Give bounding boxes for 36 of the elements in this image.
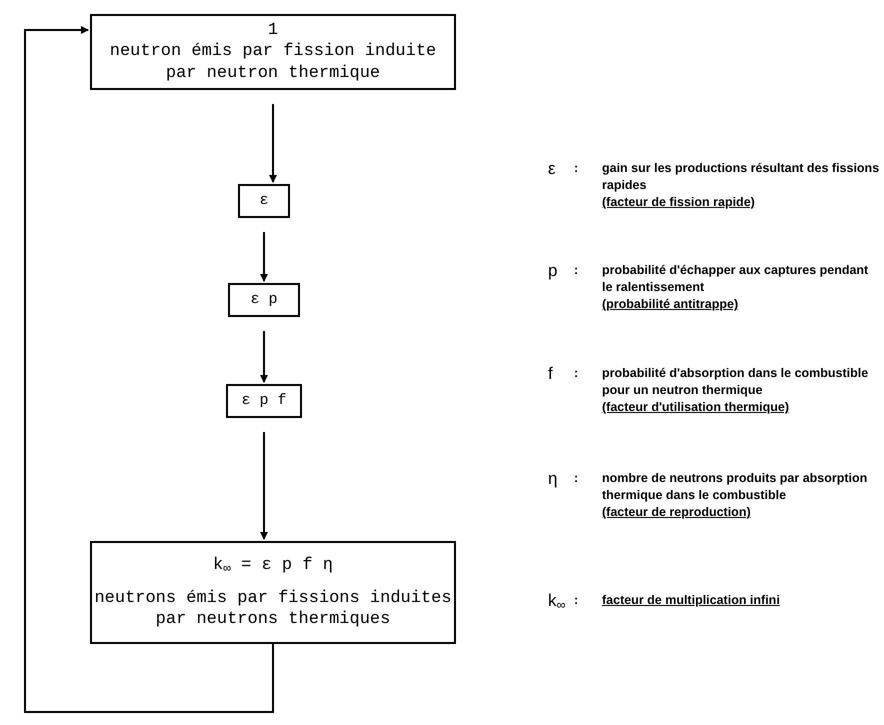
definition-text: probabilité d'échapper aux captures pendant le ralentissement xyxy=(602,262,870,296)
box-text: neutron émis par fission induite par neutron thermique xyxy=(108,41,438,84)
definition-text: facteur de multiplication infini xyxy=(602,592,781,609)
box-text: k$_{∞}$ = ε p f η xyxy=(213,554,333,576)
definition-text: gain sur les productions résultant des fissions rapides xyxy=(602,160,880,194)
definition-text: (facteur de reproduction) xyxy=(602,504,752,521)
colon-label: : xyxy=(574,592,580,609)
process-box xyxy=(238,184,290,218)
symbol-label: p xyxy=(548,262,558,279)
box-text: neutrons émis par fissions induites par neutrons thermiques xyxy=(93,588,453,630)
symbol-label: f xyxy=(548,365,554,382)
symbol-label: η xyxy=(548,470,558,487)
arrow xyxy=(269,104,277,183)
process-box xyxy=(228,283,300,317)
box-text: 1 xyxy=(268,20,278,42)
arrow xyxy=(260,232,268,282)
definition-text: (facteur de fission rapide) xyxy=(602,194,756,211)
box-text: ε xyxy=(259,192,268,210)
colon-label: : xyxy=(574,365,580,382)
colon-label: : xyxy=(574,160,580,177)
definition-text: (probabilité antitrappe) xyxy=(602,296,740,313)
arrow xyxy=(260,432,268,540)
box-text: ε p xyxy=(250,290,278,310)
arrow xyxy=(24,26,274,713)
definition-text: probabilité d'absorption dans le combustible pour un neutron thermique xyxy=(602,365,870,399)
arrow xyxy=(260,331,268,383)
process-box xyxy=(226,384,302,418)
process-box xyxy=(90,14,456,90)
symbol-label: ε xyxy=(548,160,557,177)
definition-text: nombre de neutrons produits par absorption thermique dans le combustible xyxy=(602,470,868,504)
box-text: ε p f xyxy=(241,392,286,410)
process-box xyxy=(90,541,456,644)
symbol-label: k$_{∞}$ xyxy=(548,592,567,609)
colon-label: : xyxy=(574,262,580,279)
colon-label: : xyxy=(574,470,580,487)
definition-text: (facteur d'utilisation thermique) xyxy=(602,399,790,416)
